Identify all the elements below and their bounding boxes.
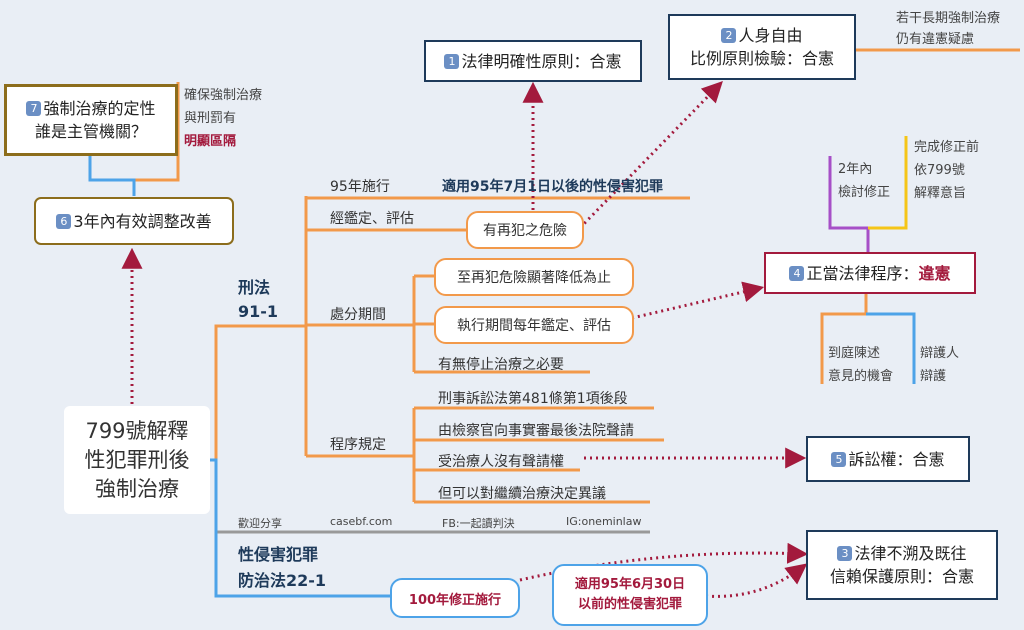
procedure-item-1: 刑事訴訟法第481條第1項後段	[438, 391, 628, 407]
procedure-item-4: 但可以對繼續治療決定異議	[438, 486, 606, 502]
amend-pill[interactable]: 100年修正施行	[390, 578, 520, 618]
topic-4-verdict: 違憲	[918, 263, 951, 283]
topic-5-text: 訴訟權：合憲	[848, 449, 945, 469]
assessment-pill[interactable]: 有再犯之危險	[466, 211, 584, 249]
procedure-label: 程序規定	[330, 437, 386, 453]
procedure-item-3: 受治療人沒有聲請權	[438, 454, 564, 470]
branch-sex-crime-act[interactable]: 性侵害犯罪 防治法22-1	[238, 542, 326, 594]
topic-7-note: 確保強制治療 與刑罰有 明顯區隔	[184, 84, 262, 153]
topic-4-note-c-line-2: 意見的機會	[828, 369, 894, 384]
enactment-applies: 適用95年7月1日以後的性侵害犯罪	[442, 179, 663, 195]
center-topic[interactable]: 799號解釋 性犯罪刑後 強制治療	[64, 406, 210, 514]
topic-3-line-1: 法律不溯及既往	[854, 544, 967, 563]
disposition-label: 處分期間	[330, 307, 386, 323]
topic-2-note: 若干長期強制治療 仍有違憲疑慮	[896, 8, 1000, 50]
topic-3-line-2: 信賴保護原則：合憲	[829, 567, 974, 586]
footer-ig[interactable]: IG:oneminlaw	[566, 515, 642, 528]
connector-center-criminal	[210, 324, 232, 462]
topic-4-note-d-line-2: 辯護	[920, 369, 947, 384]
procedure-item-2: 由檢察官向事實審最後法院聲請	[438, 423, 634, 439]
branch-criminal-law[interactable]: 刑法 91-1	[238, 276, 278, 324]
topic-7-note-line-1: 確保強制治療	[184, 88, 263, 103]
topic-4-note-d: 辯護人 辯護	[920, 342, 959, 388]
assessment-label: 經鑑定、評估	[330, 211, 414, 227]
topic-4-note-c-line-1: 到庭陳述	[828, 346, 881, 361]
number-badge-7: 7	[26, 101, 42, 116]
number-badge-1: 1	[444, 53, 460, 69]
arrow-to-t3-b	[705, 563, 808, 598]
center-line-2: 性犯罪刑後	[84, 447, 190, 472]
topic-2-note-line-2: 仍有違憲疑慮	[896, 32, 975, 47]
topic-4-note-a-line-1: 2年內	[838, 162, 873, 177]
topic-4-note-d-line-1: 辯護人	[920, 346, 960, 361]
topic-4-note-b-line-1: 完成修正前	[914, 140, 980, 155]
center-line-3: 強制治療	[95, 476, 179, 501]
topic-4-note-a-line-2: 檢討修正	[838, 185, 891, 200]
number-badge-5: 5	[831, 451, 847, 467]
topic-4-note-c: 到庭陳述 意見的機會	[828, 342, 893, 388]
amend-applies[interactable]: 適用95年6月30日 以前的性侵害犯罪	[552, 564, 708, 626]
footer-site[interactable]: casebf.com	[330, 515, 393, 528]
topic-7-line-2: 誰是主管機關？	[34, 122, 147, 141]
topic-1-text: 法律明確性原則：合憲	[461, 51, 622, 71]
disposition-item-3: 有無停止治療之必要	[438, 357, 564, 373]
topic-2-line-2: 比例原則檢驗：合憲	[689, 49, 834, 68]
arrow-to-t2	[574, 80, 723, 234]
number-badge-4: 4	[789, 265, 805, 281]
arrow-to-t4	[631, 281, 765, 320]
center-line-1: 799號解釋	[85, 418, 189, 443]
branch-sexact-line-1: 性侵害犯罪	[238, 545, 319, 564]
topic-7-line-1: 強制治療的定性	[43, 99, 156, 118]
branch-sexact-line-2: 防治法22-1	[238, 571, 327, 590]
amend-applies-line-1: 適用95年6月30日	[574, 577, 686, 592]
branch-criminal-line-1: 刑法	[238, 278, 271, 297]
topic-4-note-b-line-3: 解釋意旨	[914, 186, 967, 201]
topic-6-text: 3年內有效調整改善	[73, 211, 212, 231]
number-badge-2: 2	[721, 28, 737, 43]
topic-4-note-b-line-2: 依799號	[914, 163, 965, 178]
topic-4-note-b: 完成修正前 依799號 解釋意旨	[914, 136, 979, 205]
topic-4-note-a: 2年內 檢討修正	[838, 158, 890, 204]
topic-2-line-1: 人身自由	[738, 26, 803, 45]
disposition-item-1[interactable]: 至再犯危險顯著降低為止	[434, 258, 634, 296]
number-badge-6: 6	[56, 213, 72, 229]
branch-criminal-line-2: 91-1	[238, 302, 279, 321]
topic-4-text: 正當法律程序：	[806, 263, 919, 283]
footer-fb[interactable]: FB:一起讀判決	[442, 517, 515, 530]
number-badge-3: 3	[837, 546, 853, 561]
footer-share: 歡迎分享	[238, 517, 282, 530]
amend-applies-line-2: 以前的性侵害犯罪	[577, 597, 682, 612]
topic-7-note-line-3: 明顯區隔	[184, 134, 237, 149]
topic-7-note-line-2: 與刑罰有	[184, 111, 237, 126]
enactment-label: 95年施行	[330, 179, 390, 195]
disposition-item-2[interactable]: 執行期間每年鑑定、評估	[434, 306, 634, 344]
topic-2-note-line-1: 若干長期強制治療	[896, 11, 1001, 26]
